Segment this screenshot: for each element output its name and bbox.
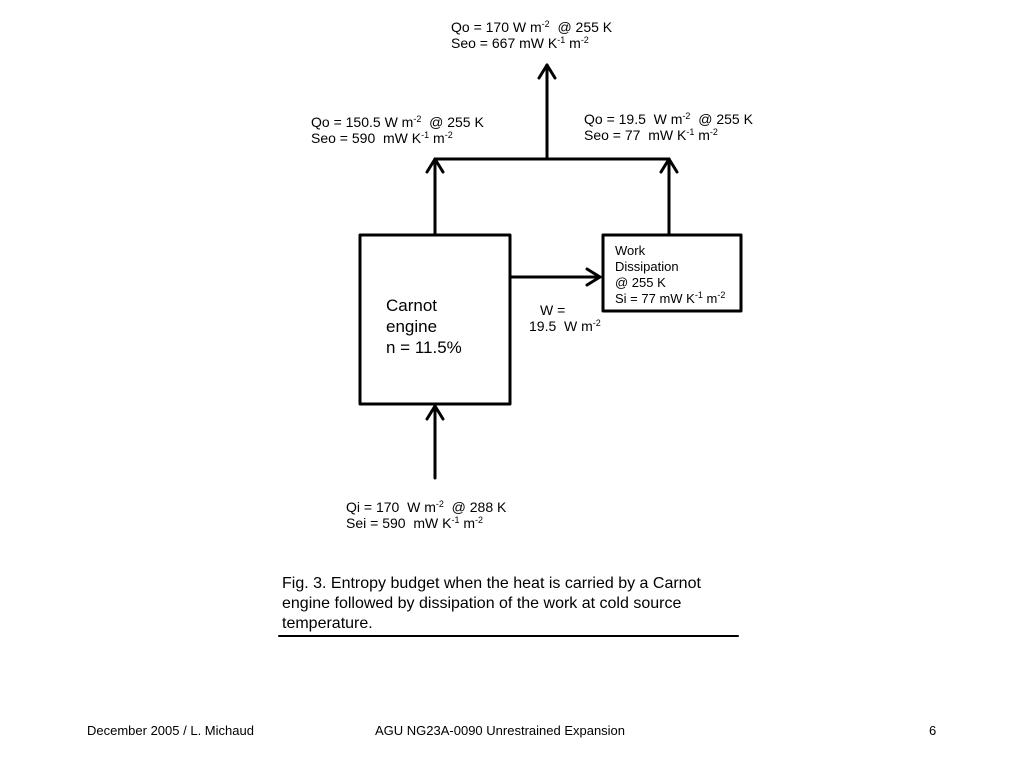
input-arrow-head xyxy=(425,404,445,421)
work-dissipation-box xyxy=(601,233,743,313)
page-number: 6 xyxy=(929,723,937,738)
figure-caption: Fig. 3. Entropy budget when the heat is … xyxy=(282,575,701,632)
top-output-arrow-head xyxy=(537,63,557,80)
carnot-engine-label: Carnot engine n = 11.5% xyxy=(386,296,462,357)
right-output-label: Qo = 19.5 W m-2 @ 255 K Seo = 77 mW K-1 … xyxy=(584,111,753,143)
footer-left: December 2005 / L. Michaud xyxy=(87,723,254,738)
left-output-label: Qo = 150.5 W m-2 @ 255 K Seo = 590 mW K-… xyxy=(311,114,484,146)
work-flow-label: W = 19.5 W m-2 xyxy=(529,302,601,334)
work-arrow-head xyxy=(585,267,602,287)
footer-center: AGU NG23A-0090 Unrestrained Expansion xyxy=(375,723,626,738)
input-label: Qi = 170 W m-2 @ 288 K Sei = 590 mW K-1 … xyxy=(346,499,507,531)
work-dissipation-label: Work Dissipation @ 255 K Si = 77 mW K-1 … xyxy=(615,243,726,306)
top-output-label: Qo = 170 W m-2 @ 255 K Seo = 667 mW K-1 … xyxy=(451,19,613,51)
